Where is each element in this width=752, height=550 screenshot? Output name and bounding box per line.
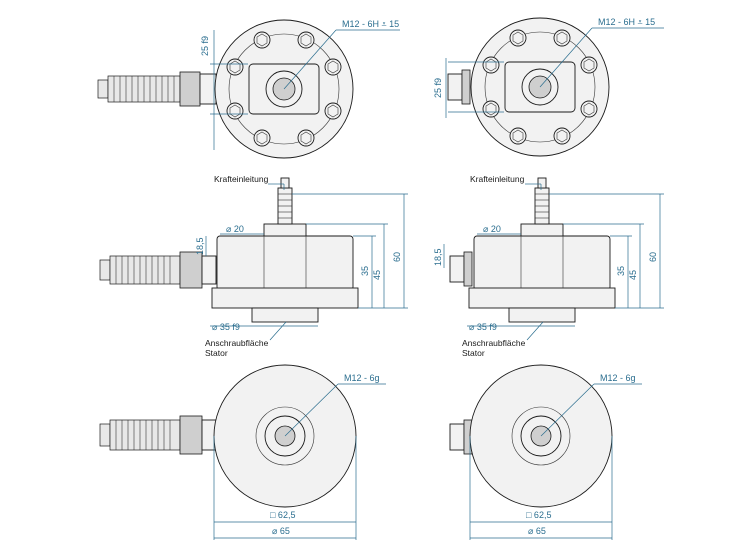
dim-35-2: 35 <box>616 266 626 276</box>
thread-pin-label-2: M12 - 6g <box>600 373 636 383</box>
thread-flange-label-1: M12 - 6H ⩡ 15 <box>342 19 399 29</box>
view-bottom-cable: M12 - 6g □ 62,5 ⌀ 65 <box>99 364 386 540</box>
dim-d20-1: ⌀ 20 <box>226 224 244 234</box>
view-bottom-connector: M12 - 6g □ 62,5 ⌀ 65 <box>449 364 642 540</box>
dim-sq62_5-2: □ 62,5 <box>526 510 551 520</box>
dim-d35f9-1: ⌀ 35 f9 <box>212 322 240 332</box>
force-input-label-1: Krafteinleitung <box>214 174 269 184</box>
dim-18_5-1: 18,5 <box>195 237 205 255</box>
dim-d20-2: ⌀ 20 <box>483 224 501 234</box>
dim-25f9-1: 25 f9 <box>200 36 210 56</box>
dim-d65-2: ⌀ 65 <box>528 526 546 536</box>
view-side-connector: Krafteinleitung ⌀ 20 18,5 35 45 60 ⌀ 35 … <box>433 174 664 358</box>
dim-35-1: 35 <box>360 266 370 276</box>
stator-label-2: Stator <box>462 348 485 358</box>
mount-surface-label-1: Anschraubfläche <box>205 338 269 348</box>
stator-label-1: Stator <box>205 348 228 358</box>
dim-45-1: 45 <box>372 270 382 280</box>
view-side-cable: Krafteinleitung ⌀ 20 18,5 35 45 60 ⌀ 35 … <box>99 174 408 358</box>
force-input-label-2: Krafteinleitung <box>470 174 525 184</box>
dim-60-1: 60 <box>392 252 402 262</box>
thread-flange-label-2: M12 - 6H ⩡ 15 <box>598 17 655 27</box>
mount-surface-label-2: Anschraubfläche <box>462 338 526 348</box>
dim-18_5-2: 18,5 <box>433 248 443 266</box>
dim-d35f9-2: ⌀ 35 f9 <box>469 322 497 332</box>
dim-60-2: 60 <box>648 252 658 262</box>
dim-45-2: 45 <box>628 270 638 280</box>
view-top-flange-connector: M12 - 6H ⩡ 15 25 f9 <box>433 17 664 157</box>
view-top-flange-cable: M12 - 6H ⩡ 15 25 f9 <box>97 19 400 159</box>
thread-pin-label-1: M12 - 6g <box>344 373 380 383</box>
dim-sq62_5-1: □ 62,5 <box>270 510 295 520</box>
dim-d65-1: ⌀ 65 <box>272 526 290 536</box>
dim-25f9-2: 25 f9 <box>433 78 443 98</box>
